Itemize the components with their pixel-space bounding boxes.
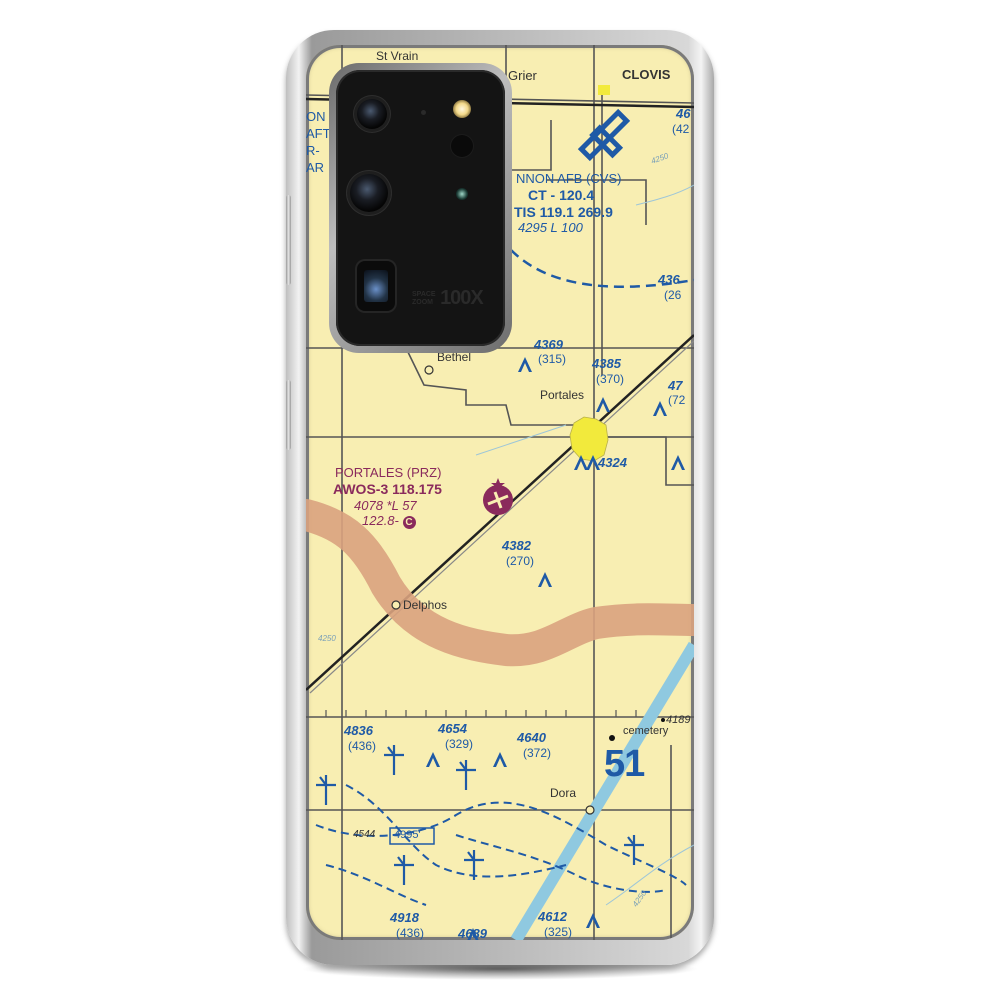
spot-elevation-4189: 4189 [666, 714, 691, 726]
periscope-lens [357, 261, 395, 311]
cannon-atis-frequency: TIS 119.1 269.9 [514, 204, 613, 220]
obstacle-4640-agl: (372) [523, 746, 552, 760]
obstacle-4918-agl: (436) [396, 926, 425, 940]
obstacle-4640-msl: 4640 [517, 730, 546, 745]
place-portales: Portales [540, 388, 585, 402]
obstacle-edge-46-msl: 46 [676, 106, 691, 121]
cannon-ct-frequency: CT - 120.4 [528, 187, 595, 203]
obstacle-edge-47-msl: 47 [668, 378, 683, 393]
ctaf-circle-icon: C [402, 516, 416, 529]
obstacle-4918-msl: 4918 [390, 910, 419, 925]
place-delphos: Delphos [403, 598, 448, 612]
cannon-afb-name: NNON AFB (CVS) [516, 171, 622, 186]
obstacle-4369-msl: 4369 [534, 337, 563, 352]
zoom-100x-text: 100X [440, 287, 484, 309]
place-grier: Grier [508, 68, 537, 83]
portales-airport-name: PORTALES (PRZ) [335, 465, 442, 480]
periscope-glass [364, 270, 388, 302]
side-button-lower [286, 380, 291, 450]
portales-ctaf-frequency: 122.8- [362, 513, 399, 528]
obstacle-4382-msl: 4382 [502, 538, 531, 553]
obstacle-4836-agl: (436) [348, 739, 377, 753]
sensor-dot-icon [421, 110, 426, 115]
obstacle-4612-msl: 4612 [538, 909, 567, 924]
left-fragment-1: ON [306, 109, 326, 124]
left-fragment-3: R- [306, 143, 320, 158]
portales-awos-frequency: AWOS-3 118.175 [333, 481, 442, 497]
obstacle-edge-47-agl: (72 [668, 393, 686, 407]
place-clovis: CLOVIS [622, 67, 671, 82]
obstacle-4612-agl: (325) [544, 925, 573, 939]
contour-4250-a: 4250 [318, 634, 336, 643]
obstacle-edge-436-msl: 436 [658, 272, 680, 287]
max-elevation-figure: 4995' [394, 829, 421, 841]
side-button-upper [286, 195, 291, 285]
portales-elevation: 4078 *L 57 [354, 498, 417, 513]
obstacle-4369-agl: (315) [538, 352, 567, 366]
camera-lens-top [357, 99, 387, 129]
portales-ctaf: 122.8- C [362, 514, 416, 529]
flash-icon [453, 100, 471, 118]
obstacle-edge-436-agl: (26 [664, 288, 682, 302]
sensor-circle-icon [451, 135, 473, 157]
camera-lens-main [350, 174, 388, 212]
obstacle-4385-agl: (370) [596, 372, 625, 386]
place-st-vrain: St Vrain [376, 49, 419, 63]
place-bethel: Bethel [437, 350, 472, 364]
laser-sensor-icon [456, 188, 468, 200]
obstacle-4654-agl: (329) [445, 737, 474, 751]
spot-elevation-4544: 4544 [353, 829, 376, 840]
cannon-elevation: 4295 L 100 [518, 220, 583, 235]
obstacle-4324-msl: 4324 [598, 455, 627, 470]
place-dora: Dora [550, 786, 577, 800]
obstacle-4689-msl: 4689 [458, 926, 487, 940]
obstacle-4382-agl: (270) [506, 554, 535, 568]
place-cemetery: cemetery [623, 725, 669, 737]
left-fragment-2: AFT [306, 126, 331, 141]
left-fragment-4: AR [306, 160, 325, 175]
obstacle-edge-46-agl: (42 [672, 122, 690, 136]
obstacle-4654-msl: 4654 [438, 721, 467, 736]
obstacle-4836-msl: 4836 [344, 723, 373, 738]
obstacle-4385-msl: 4385 [592, 356, 621, 371]
highway-51-label: 51 [604, 743, 645, 785]
